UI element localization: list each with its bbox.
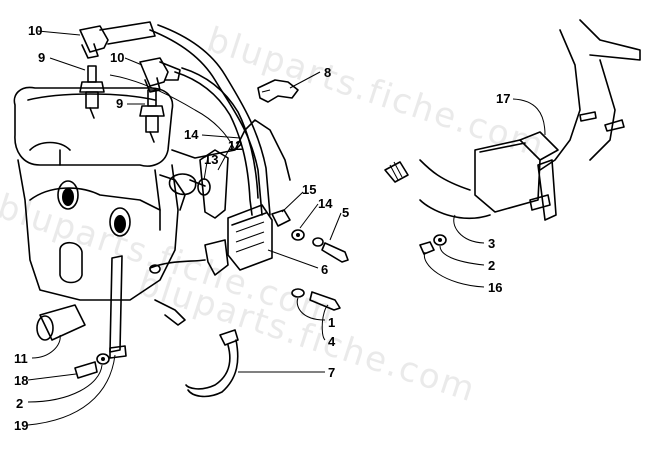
callout-2a: 2 — [16, 396, 23, 411]
plug-boots — [79, 21, 181, 93]
callout-6: 6 — [321, 262, 328, 277]
callout-8: 8 — [324, 65, 331, 80]
watermark: bluparts.fiche.com bluparts.fiche.com bl… — [0, 20, 550, 411]
leader-lines — [27, 30, 546, 426]
callout-18: 18 — [14, 373, 28, 388]
callout-16: 16 — [488, 280, 502, 295]
callout-9a: 9 — [38, 50, 45, 65]
wire-clip — [257, 79, 299, 103]
callout-10a: 10 — [28, 23, 42, 38]
callout-7: 7 — [328, 365, 335, 380]
callout-4: 4 — [328, 334, 336, 349]
callout-12: 12 — [228, 138, 242, 153]
spark-plug-wires — [109, 24, 271, 216]
callout-10b: 10 — [110, 50, 124, 65]
callout-14b: 14 — [318, 196, 333, 211]
callout-11: 11 — [14, 351, 28, 366]
callout-19: 19 — [14, 418, 28, 433]
mounting-hardware — [271, 209, 349, 311]
callout-2b: 2 — [488, 258, 495, 273]
wire-strap — [185, 329, 239, 398]
callout-15: 15 — [302, 182, 316, 197]
callout-1: 1 — [328, 315, 335, 330]
ignition-coil — [149, 204, 273, 276]
callout-5: 5 — [342, 205, 349, 220]
callout-17: 17 — [496, 91, 510, 106]
callout-13: 13 — [204, 152, 218, 167]
callout-3: 3 — [488, 236, 495, 251]
callout-labels: 10 9 10 9 8 14 13 12 15 14 5 6 1 4 7 11 … — [14, 23, 510, 433]
callout-14a: 14 — [184, 127, 199, 142]
spark-plugs — [79, 65, 165, 143]
electronic-module-assembly — [384, 19, 641, 255]
engine-block — [13, 86, 291, 326]
ground-strap — [36, 255, 127, 379]
callout-9b: 9 — [116, 96, 123, 111]
